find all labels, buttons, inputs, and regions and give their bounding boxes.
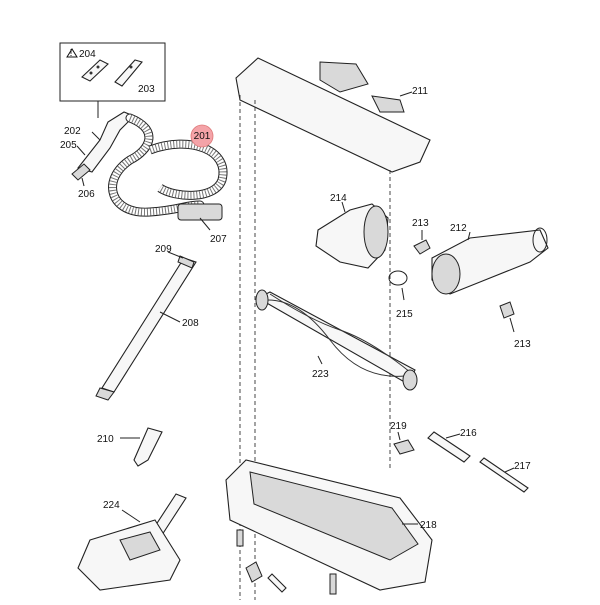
screw-1	[236, 529, 244, 547]
neck-joint: 212	[431, 223, 549, 295]
axle-parts: 216 217	[427, 428, 531, 493]
label-219: 219	[390, 421, 407, 432]
part-203-tag	[114, 59, 143, 87]
label-217: 217	[514, 461, 531, 472]
motor-housing: 214	[315, 193, 389, 269]
crevice-tool: 210	[97, 427, 163, 467]
label-207: 207	[210, 234, 227, 245]
part-204-plate	[81, 59, 109, 82]
extension-tube: 209 208	[95, 244, 199, 401]
label-202: 202	[64, 126, 81, 137]
screw-3	[329, 573, 337, 595]
bottom-screws	[236, 529, 337, 595]
label-218: 218	[420, 520, 437, 531]
part-217	[479, 457, 529, 493]
hose-assembly: 207 201	[108, 113, 228, 245]
clip-213-upper	[413, 239, 431, 255]
label-212: 212	[450, 223, 467, 234]
hose-handle-assembly: 202 205 206	[60, 111, 135, 200]
part-210	[133, 427, 163, 467]
hose-nozzle-tip	[71, 163, 91, 181]
part-223	[256, 291, 416, 385]
highlight-marker-201[interactable]	[190, 124, 214, 148]
label-205: 205	[60, 140, 77, 151]
pin-1	[267, 573, 287, 593]
brush-roll: 223	[255, 289, 418, 391]
label-213-upper: 213	[412, 218, 429, 229]
label-209: 209	[155, 244, 172, 255]
label-214: 214	[330, 193, 347, 204]
label-201: 201	[194, 131, 211, 142]
part-211	[235, 57, 431, 173]
small-block: 219	[390, 421, 415, 455]
label-211: 211	[412, 86, 428, 97]
screw-2	[245, 561, 263, 583]
label-204: 204	[79, 49, 96, 60]
label-210: 210	[97, 434, 114, 445]
warning-triangle-icon	[66, 48, 78, 58]
floor-head: 224	[77, 493, 187, 591]
clip-parts: 213 213	[412, 218, 531, 350]
label-215: 215	[396, 309, 413, 320]
label-203: 203	[138, 84, 155, 95]
svg-text:!: !	[70, 48, 73, 59]
label-223: 223	[312, 369, 329, 380]
label-216: 216	[460, 428, 477, 439]
clip-213-lower	[499, 301, 515, 319]
label-208: 208	[182, 318, 199, 329]
label-224: 224	[103, 500, 120, 511]
part-219	[393, 439, 415, 455]
label-206: 206	[78, 189, 95, 200]
base-plate: 218	[225, 459, 437, 591]
inset-box-204-203: ! 204 203	[59, 42, 166, 118]
ring-part: 215	[388, 270, 413, 320]
label-213-lower: 213	[514, 339, 531, 350]
part-216	[427, 431, 471, 463]
hose-end-connector	[177, 203, 223, 221]
